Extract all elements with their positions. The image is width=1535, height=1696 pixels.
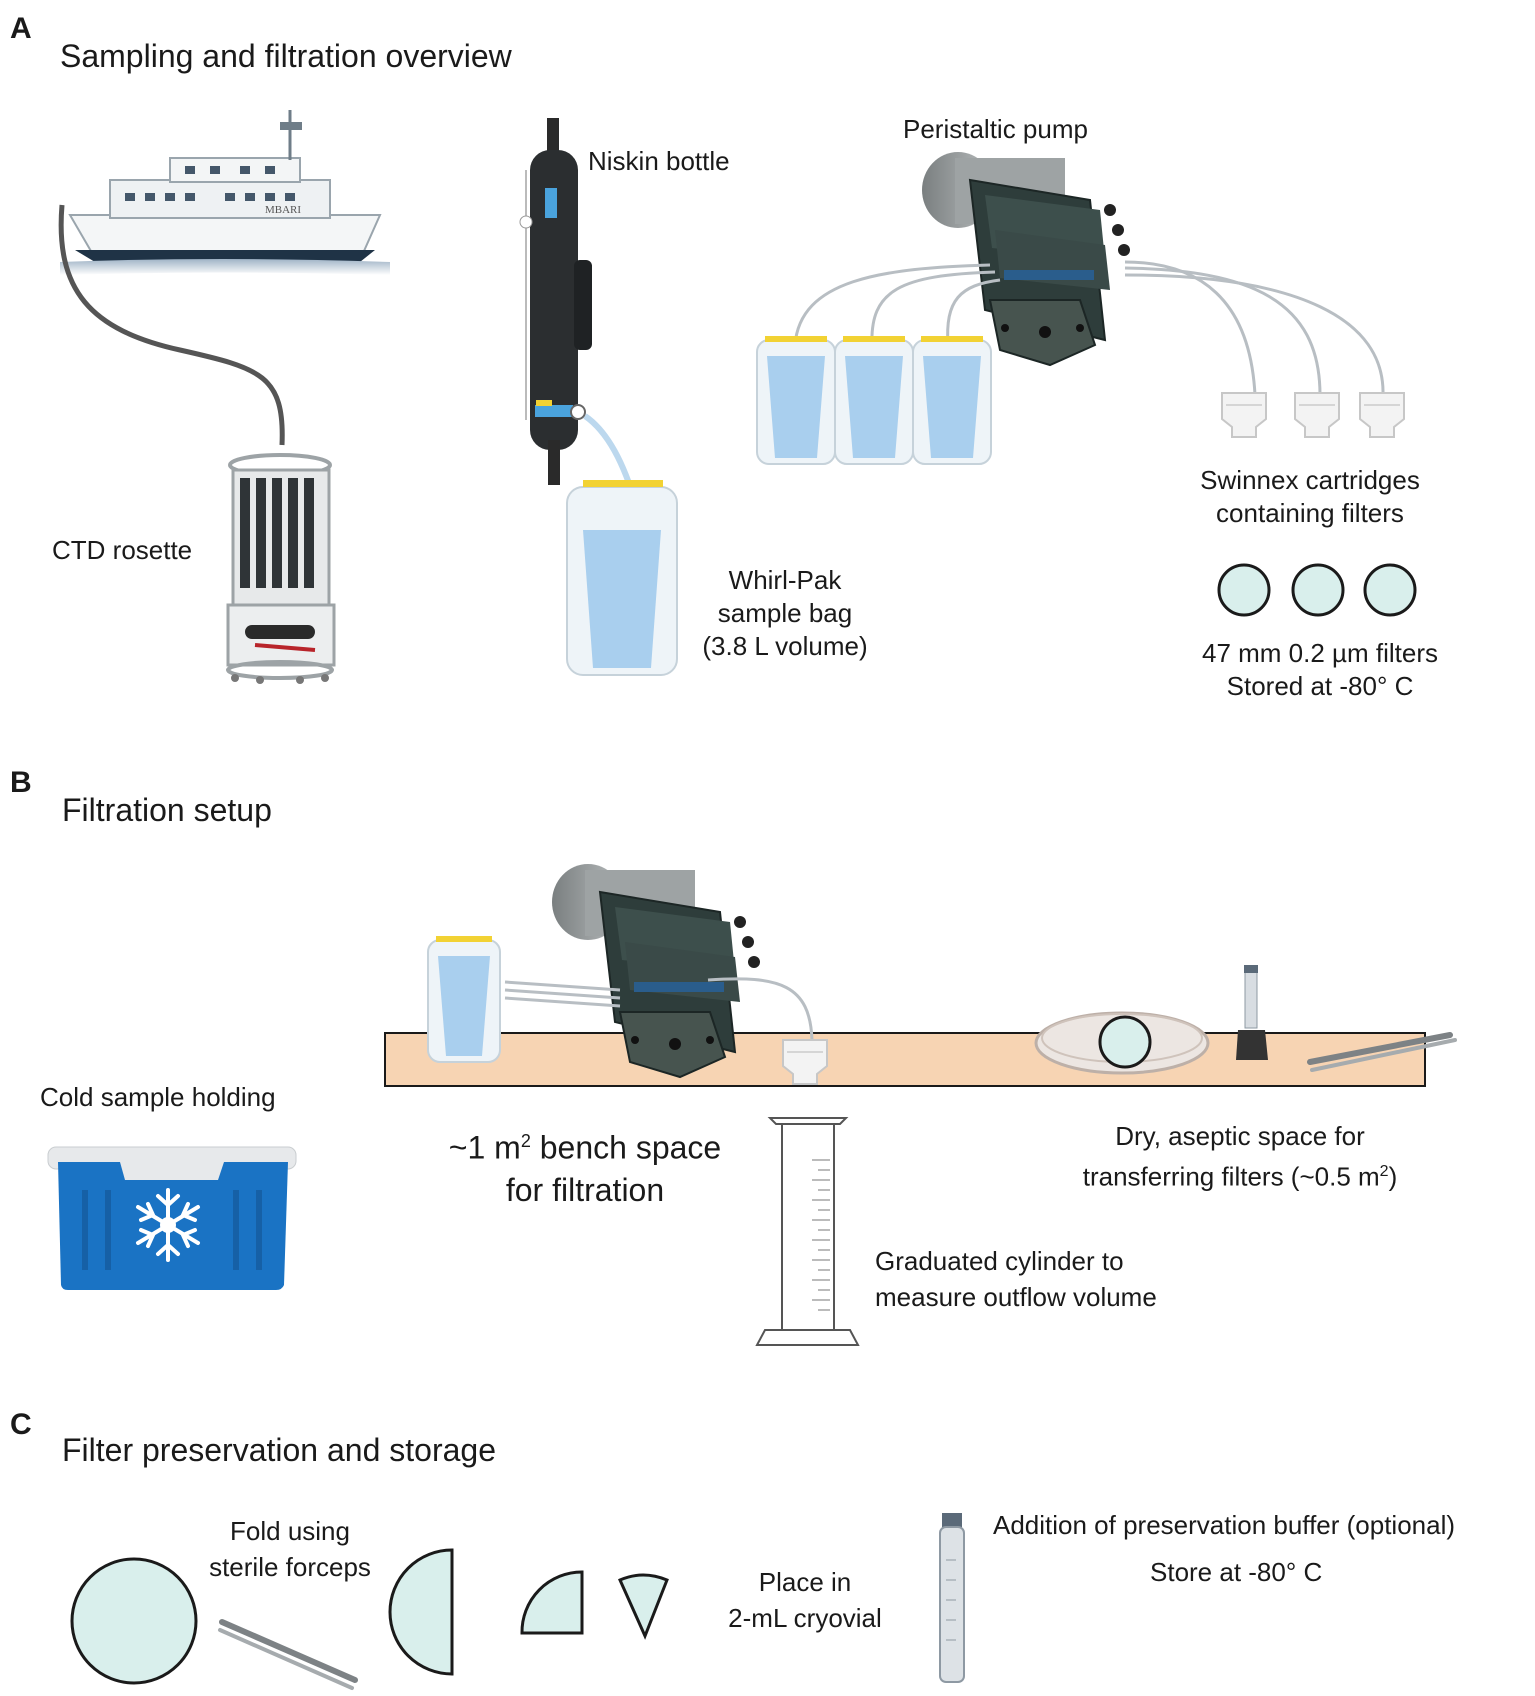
niskin-bottle-label: Niskin bottle	[588, 146, 730, 176]
cryovial-icon	[939, 1513, 965, 1683]
cryovial-label-line1: Place in	[758, 1567, 852, 1597]
whirlpak-label-line1: Whirl-Pak	[728, 565, 842, 595]
sample-bag-2	[834, 335, 914, 465]
peristaltic-pump-icon	[921, 151, 1131, 366]
panel-a-title: Sampling and filtration overview	[60, 38, 512, 74]
bench-space-line1-a: ~1 m	[448, 1129, 521, 1166]
filters-label-line1: 47 mm 0.2 µm filters	[1201, 638, 1439, 668]
cylinder-label-line2: measure outflow volume	[875, 1282, 1157, 1312]
filter-circle-2	[1291, 563, 1345, 617]
dry-space-line2-sup: 2	[1379, 1163, 1389, 1180]
filter-circle-1	[1217, 563, 1271, 617]
dry-space-line2: transferring filters (~0.5 m2)	[1050, 1154, 1430, 1195]
forceps-b-icon	[1307, 1032, 1457, 1072]
fold-label: Fold using sterile forceps	[190, 1513, 390, 1585]
swinnex-cartridge-3	[1359, 392, 1405, 438]
filters-label: 47 mm 0.2 µm filters Stored at -80° C	[1170, 637, 1470, 703]
bench-space-label: ~1 m2 bench space for filtration	[420, 1120, 750, 1211]
swinnex-label: Swinnex cartridges containing filters	[1170, 464, 1450, 530]
graduated-cylinder-icon	[755, 1117, 860, 1346]
ctd-cable	[58, 204, 285, 446]
full-filter-circle	[70, 1557, 198, 1685]
cryovial-stand-icon	[1236, 965, 1268, 1060]
pump-tubing	[793, 260, 1385, 396]
panel-c-letter: C	[10, 1408, 32, 1441]
dry-space-label: Dry, aseptic space for transferring filt…	[1050, 1118, 1430, 1195]
bench-space-line1: ~1 m2 bench space	[420, 1120, 750, 1169]
ctd-rosette-label: CTD rosette	[52, 535, 193, 565]
niskin-bottle-icon	[519, 118, 643, 521]
quarter-filter	[520, 1570, 584, 1635]
cryovial-label: Place in 2-mL cryovial	[700, 1564, 910, 1636]
bench-space-line2: for filtration	[505, 1171, 665, 1208]
sample-bag-row	[756, 335, 992, 465]
ctd-rosette-icon	[226, 453, 336, 684]
cryovial-label-line2: 2-mL cryovial	[728, 1603, 882, 1633]
store-label: Store at -80° C	[1150, 1557, 1323, 1587]
swinnex-label-line2: containing filters	[1216, 498, 1404, 528]
whirlpak-label-line2: sample bag	[717, 598, 853, 628]
fold-label-line2: sterile forceps	[209, 1552, 371, 1582]
sample-bag-b-icon	[427, 936, 501, 1063]
filter-on-dish	[1098, 1015, 1152, 1069]
fold-label-line1: Fold using	[230, 1516, 350, 1546]
sample-bag-1	[756, 335, 836, 465]
swinnex-cartridge-row	[1221, 392, 1405, 438]
half-filter	[388, 1548, 454, 1676]
dry-space-line1: Dry, aseptic space for	[1115, 1121, 1365, 1151]
lab-bench	[384, 1032, 1426, 1087]
research-ship-icon: MBARI	[60, 110, 390, 275]
forceps-c-icon	[218, 1619, 358, 1690]
cylinder-label: Graduated cylinder to measure outflow vo…	[875, 1243, 1157, 1315]
whirlpak-label-line3: (3.8 L volume)	[702, 631, 868, 661]
cold-holding-label: Cold sample holding	[40, 1082, 276, 1112]
snowflake-icon	[136, 1188, 200, 1262]
peristaltic-pump-label: Peristaltic pump	[903, 114, 1088, 144]
bench-space-line1-b: bench space	[530, 1129, 722, 1166]
dry-space-line2-b: )	[1388, 1161, 1398, 1192]
whirlpak-bag-icon	[566, 480, 678, 676]
pump-b-tubing	[504, 977, 814, 1041]
swinnex-cartridge-1	[1221, 392, 1267, 438]
buffer-label: Addition of preservation buffer (optiona…	[993, 1510, 1456, 1540]
panel-b-letter: B	[10, 766, 32, 799]
panel-b-title: Filtration setup	[62, 792, 272, 828]
filter-circles	[1217, 563, 1417, 617]
sample-bag-3	[912, 335, 992, 465]
bench-space-line1-sup: 2	[520, 1131, 531, 1151]
filters-label-line2: Stored at -80° C	[1226, 671, 1414, 701]
filter-circle-3	[1363, 563, 1417, 617]
ship-name: MBARI	[265, 204, 301, 216]
dry-space-line2-a: transferring filters (~0.5 m	[1082, 1161, 1380, 1192]
cylinder-label-line1: Graduated cylinder to	[875, 1246, 1124, 1276]
panel-c-title: Filter preservation and storage	[62, 1432, 496, 1468]
swinnex-label-line1: Swinnex cartridges	[1200, 465, 1420, 495]
swinnex-cartridge-2	[1294, 392, 1340, 438]
eighth-filter	[618, 1573, 669, 1640]
panel-a-letter: A	[10, 12, 32, 45]
whirlpak-label: Whirl-Pak sample bag (3.8 L volume)	[700, 564, 870, 663]
